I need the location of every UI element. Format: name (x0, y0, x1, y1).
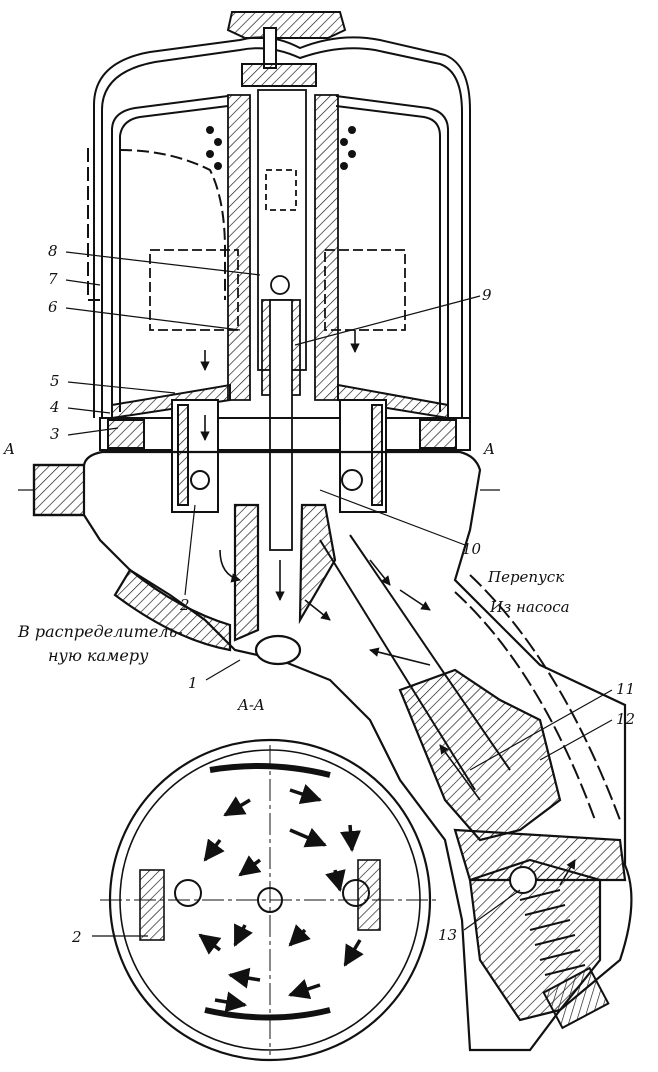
springs (206, 126, 356, 170)
to-chamber-label-2: ную камеру (48, 646, 149, 665)
label-9: 9 (482, 286, 492, 304)
base-housing (32, 450, 633, 1052)
label-4: 4 (50, 398, 60, 416)
label-12: 12 (616, 710, 636, 728)
label-3: 3 (50, 425, 60, 443)
label-7: 7 (48, 270, 58, 288)
from-pump-label: Из насоса (490, 598, 570, 616)
label-5: 5 (50, 372, 60, 390)
rotor-body (87, 95, 449, 412)
section-aa-arrows (198, 784, 364, 1013)
bypass-label: Перепуск (488, 568, 565, 586)
label-6: 6 (48, 298, 58, 316)
label-8: 8 (48, 242, 58, 260)
label-13: 13 (438, 926, 458, 944)
outer-cap (93, 36, 471, 418)
label-2-top: 2 (180, 596, 190, 614)
inlet-channel (319, 534, 621, 821)
label-1: 1 (188, 674, 198, 692)
section-aa (100, 738, 440, 1062)
section-title: A-A (238, 696, 265, 714)
flow-arrows (200, 330, 576, 886)
section-mark-right: A (484, 440, 495, 458)
nozzles (171, 399, 387, 513)
valve-spring (509, 866, 610, 1030)
top-nut (226, 11, 347, 87)
section-mark-left: A (4, 440, 15, 458)
label-11: 11 (616, 680, 636, 698)
leader-lines (18, 251, 613, 937)
label-10: 10 (462, 540, 482, 558)
to-chamber-label-1: В распределитель- (18, 622, 183, 641)
label-2-section: 2 (72, 928, 82, 946)
